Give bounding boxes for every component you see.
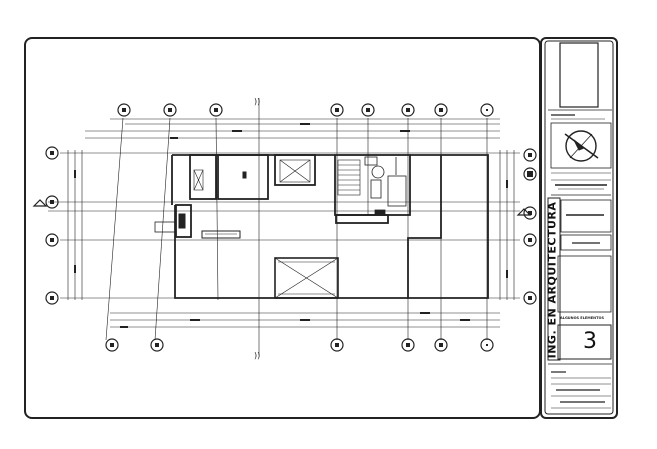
- firm-name: ING. EN ARQUITECTURA: [545, 201, 559, 359]
- title-block-frame: [540, 37, 618, 419]
- bathroom-fixtures: [364, 156, 407, 216]
- stair: [337, 159, 361, 196]
- sheet-number: 3: [583, 328, 597, 354]
- north-arrow-icon: [564, 130, 599, 162]
- section-mark-top: )): [254, 97, 260, 106]
- section-mark-bottom: )): [254, 351, 260, 360]
- dimension-lines-top: [85, 118, 500, 139]
- grid-bubbles-right: [516, 148, 537, 305]
- sheet-caption: ALGUNOS ELEMENTOS: [560, 316, 604, 320]
- drawing-frame: [24, 37, 541, 419]
- void-x-marks: [193, 159, 339, 299]
- title-block: [547, 42, 612, 409]
- dimension-lines-sides: [67, 150, 515, 300]
- grid-bubbles-left: [32, 146, 59, 305]
- grid-lines: [48, 98, 520, 355]
- floor-plan: [32, 98, 537, 355]
- dimension-lines-bottom: [110, 312, 500, 328]
- building-walls: [154, 154, 489, 299]
- grid-bubbles-top: [117, 103, 494, 117]
- counter: [201, 230, 241, 239]
- firm-name-vertical: ING. EN ARQUITECTURA: [537, 200, 567, 360]
- grid-bubbles-bottom: [105, 338, 494, 352]
- logo-box: [559, 42, 599, 108]
- fixture-block: [178, 213, 186, 229]
